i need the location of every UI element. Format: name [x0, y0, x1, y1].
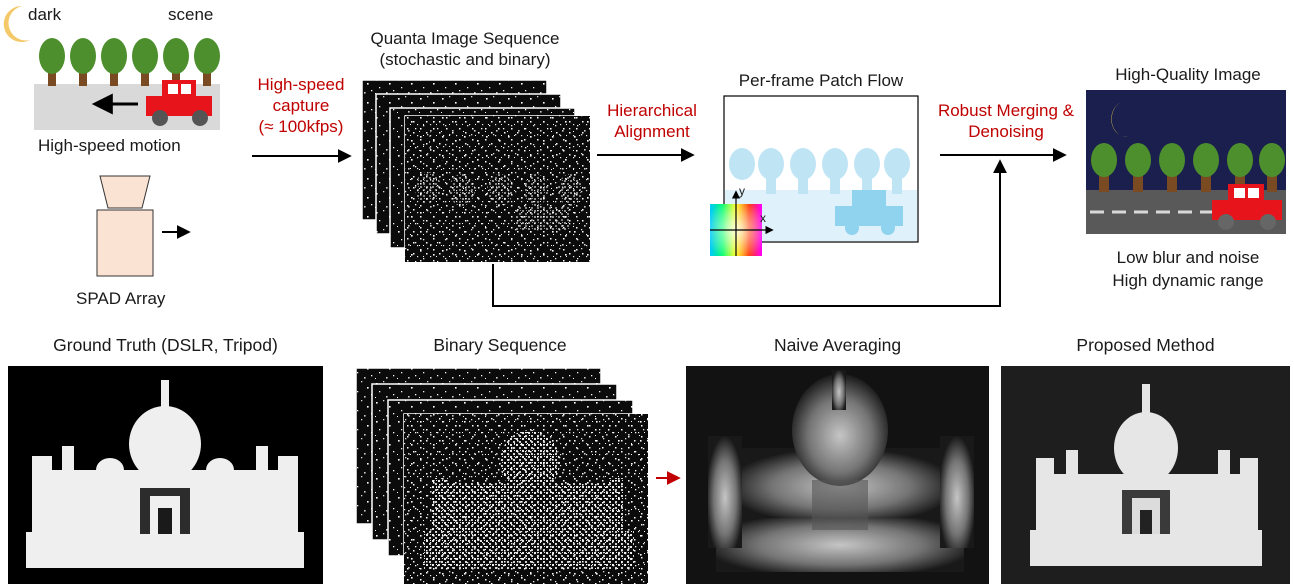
merging-step-label: Robust Merging & Denoising [937, 101, 1075, 141]
patch-flow-panel [710, 95, 919, 256]
red-car [146, 80, 212, 126]
ground-truth-photo [8, 366, 323, 584]
flow-axis-x-label: x [760, 211, 766, 225]
alignment-step-label: Hierarchical Alignment [607, 101, 697, 141]
binary-sequence-stack [355, 367, 649, 585]
flow-car-silhouette [835, 190, 903, 235]
spad-camera-icon [96, 175, 154, 277]
naive-averaging-photo [686, 366, 989, 584]
flow-tree-silhouettes [729, 148, 910, 194]
patch-flow-title: Per-frame Patch Flow [738, 71, 904, 90]
output-title: High-Quality Image [1115, 65, 1261, 84]
bypass-arrow [492, 159, 1007, 307]
quanta-sequence-title: Quanta Image Sequence (stochastic and bi… [370, 29, 560, 69]
output-description: Low blur and noise High dynamic range [1112, 248, 1264, 290]
binary-sequence-title: Binary Sequence [433, 335, 567, 355]
scene-label: scene [168, 5, 214, 24]
dark-label: dark [28, 5, 62, 24]
motion-label: High-speed motion [38, 136, 181, 155]
naive-averaging-title: Naive Averaging [773, 335, 902, 355]
capture-step-label: High-speed capture (≈ 100kfps) [257, 75, 345, 136]
output-red-car [1212, 184, 1282, 230]
proposed-method-photo [1001, 366, 1290, 584]
ground-truth-title: Ground Truth (DSLR, Tripod) [53, 335, 278, 355]
quanta-frame-stack [361, 79, 591, 263]
flow-axis-y-label: y [739, 184, 745, 198]
output-tree-row [1091, 143, 1285, 192]
spad-array-label: SPAD Array [76, 289, 166, 308]
flow-color-wheel-icon [710, 190, 774, 256]
tree-row [39, 38, 220, 86]
moon-icon [3, 5, 30, 42]
output-night-scene [1086, 90, 1286, 234]
proposed-method-title: Proposed Method [1076, 335, 1215, 355]
scene-illustration [34, 38, 220, 130]
